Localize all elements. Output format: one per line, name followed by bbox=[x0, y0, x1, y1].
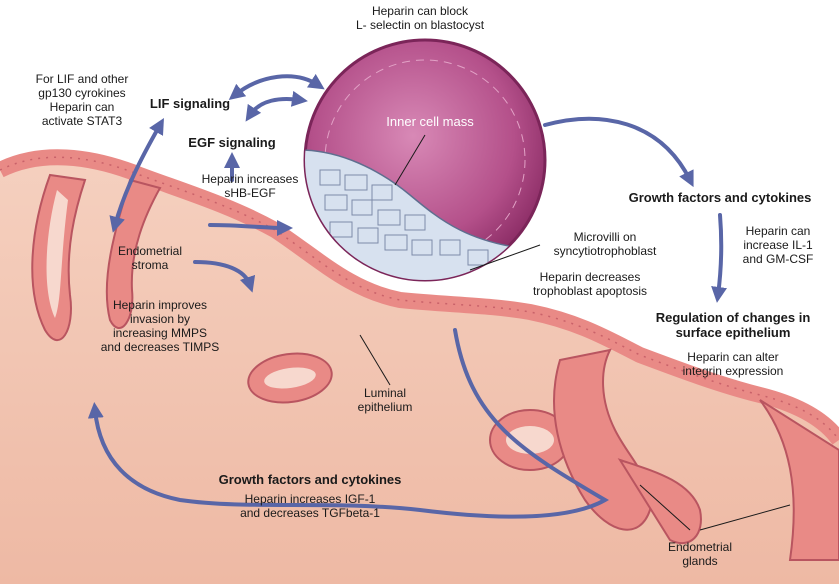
label-heparin-shb-egf: Heparin increases sHB-EGF bbox=[201, 172, 299, 200]
blastocyst-to-growth-arrow bbox=[543, 116, 694, 188]
label-egf-signaling: EGF signaling bbox=[188, 135, 276, 150]
label-endometrial-stroma: Endometrial stroma bbox=[117, 244, 183, 272]
label-invasion: Heparin improves invasion by increasing … bbox=[100, 298, 220, 354]
growth-to-regulation-arrow bbox=[711, 213, 727, 303]
label-heparin-block: Heparin can block L- selectin on blastoc… bbox=[355, 4, 485, 32]
label-growth-factors-bottom: Growth factors and cytokines bbox=[218, 472, 402, 487]
microvilli-pointer bbox=[469, 244, 541, 271]
inner-cell-mass-pointer bbox=[394, 134, 426, 186]
glands-pointer-1 bbox=[639, 484, 691, 531]
lif-arrow bbox=[228, 73, 325, 100]
label-regulation: Regulation of changes in surface epithel… bbox=[655, 310, 811, 340]
label-microvilli: Microvilli on syncytiotrophoblast bbox=[553, 230, 657, 258]
label-lif-gp130: For LIF and other gp130 cyrokines Hepari… bbox=[35, 72, 129, 128]
glands-pointer-2 bbox=[699, 504, 791, 531]
lif-stroma-arrow bbox=[109, 118, 164, 233]
label-inner-cell-mass: Inner cell mass bbox=[386, 114, 474, 129]
label-heparin-il1: Heparin can increase IL-1 and GM-CSF bbox=[742, 224, 814, 266]
endometrial-gland-left bbox=[31, 173, 87, 342]
stroma-arrow bbox=[193, 260, 256, 293]
label-endometrial-glands: Endometrial glands bbox=[667, 540, 733, 568]
label-integrin: Heparin can alter integrin expression bbox=[682, 350, 784, 378]
signaling-arrows bbox=[87, 73, 727, 519]
lower-loop-arrow bbox=[87, 328, 609, 519]
blastocyst bbox=[303, 38, 547, 282]
egf-arrow bbox=[245, 90, 308, 122]
label-growth-factors-right: Growth factors and cytokines bbox=[628, 190, 812, 205]
label-trophoblast-apoptosis: Heparin decreases trophoblast apoptosis bbox=[532, 270, 648, 298]
endometrial-gland-center bbox=[247, 352, 333, 404]
stroma-to-embryo-arrow bbox=[208, 219, 293, 236]
label-lif-signaling: LIF signaling bbox=[149, 96, 231, 111]
luminal-epithelium-pointer bbox=[359, 334, 391, 386]
label-igf: Heparin increases IGF-1 and decreases TG… bbox=[240, 492, 380, 520]
label-luminal-epithelium: Luminal epithelium bbox=[357, 386, 413, 414]
